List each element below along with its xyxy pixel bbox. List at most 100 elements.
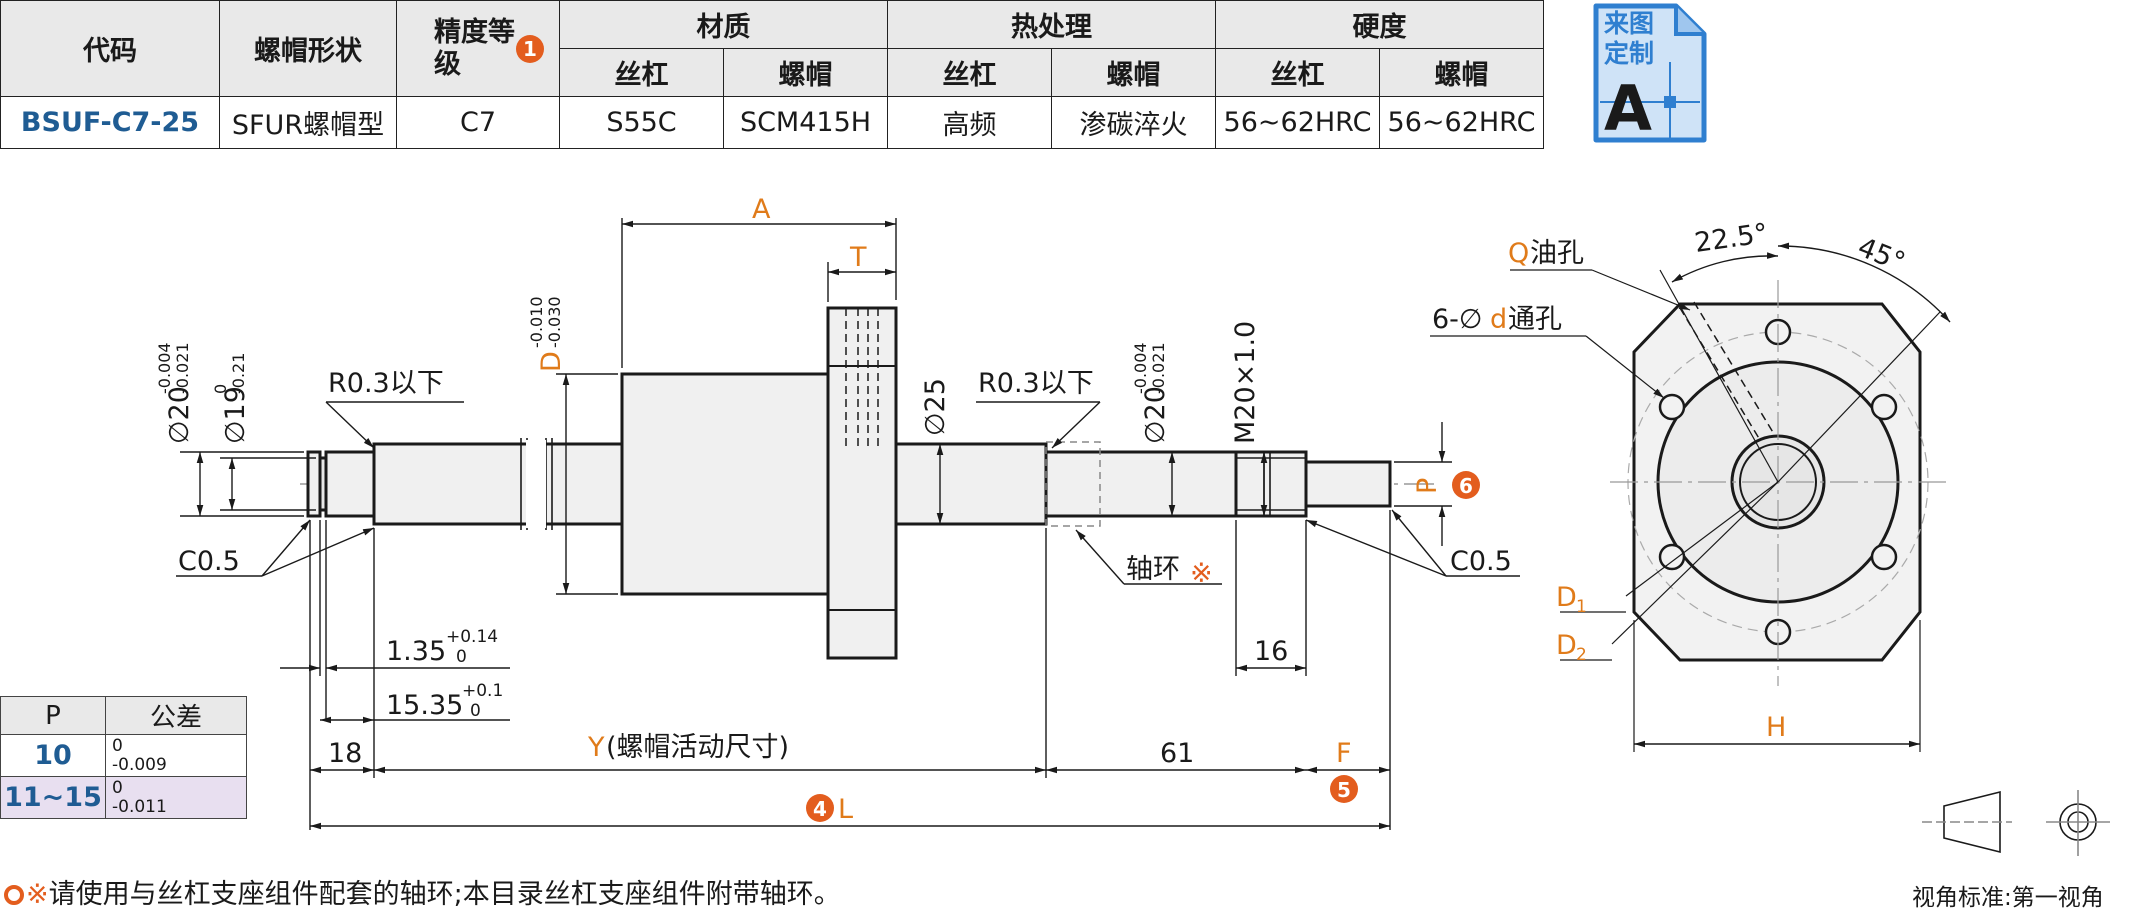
badge-4-circle (806, 794, 834, 822)
footnote: ※请使用与丝杠支座组件配套的轴环;本目录丝杠支座组件附带轴环。 (4, 872, 841, 911)
dim-c-right: C0.5 (1450, 546, 1512, 577)
icon-letter: A (1604, 72, 1652, 144)
flange-oil: 油孔 (1530, 238, 1584, 269)
dim-thread: M20×1.0 (1230, 321, 1261, 444)
tol-row-p: 11~15 (0, 776, 106, 819)
cell-hard-nut: 56~62HRC (1379, 96, 1544, 149)
dim-16: 16 (1254, 636, 1288, 667)
dim-d20-left-tol-up: -0.004 (155, 342, 174, 394)
break-gap (526, 440, 546, 528)
tol-row-value: 0 -0.009 (105, 734, 247, 777)
cell-shape: SFUR螺帽型 (219, 96, 397, 149)
sub-screw-hardness: 丝杠 (1215, 48, 1380, 97)
dim-d20-left: ∅20 (164, 386, 195, 444)
note-ring-icon (4, 885, 24, 905)
dim-18: 18 (328, 738, 362, 769)
dim-15-35-up: +0.1 (462, 681, 503, 701)
flange-angle-45: 45° (1853, 232, 1909, 279)
dim-1-35: 1.35 (386, 636, 446, 667)
sub-nut-hardness: 螺帽 (1379, 48, 1544, 97)
spec-table: 代码 螺帽形状 精度等级 1 材质 热处理 硬度 丝杠 螺帽 丝杠 螺帽 丝杠 … (0, 0, 1544, 149)
shaft-body (306, 306, 1392, 660)
dim-y-text: (螺帽活动尺寸) (606, 732, 789, 763)
dim-D-tol-dn: -0.030 (545, 296, 564, 348)
flange-hidden-holes (845, 308, 879, 446)
dim-61: 61 (1160, 738, 1194, 769)
dimension-lines (176, 218, 1520, 830)
dim-y: Y (587, 732, 605, 763)
note-mark: ※ (26, 879, 49, 910)
dim-1-35-up: +0.14 (446, 627, 498, 647)
flange-d2-sub: 2 (1576, 645, 1587, 665)
badge-5: 5 (1337, 778, 1351, 802)
tol-row-up: 0 (112, 735, 123, 756)
badge-5-circle (1330, 775, 1358, 803)
collar-outline (1045, 441, 1101, 527)
flange-d2: D (1556, 630, 1577, 661)
flange-h: H (1766, 712, 1786, 743)
header-code: 代码 (0, 0, 220, 97)
dim-d20-right-tol-up: -0.004 (1131, 342, 1150, 394)
flange-angle-22: 22.5° (1693, 218, 1770, 259)
dim-d20-right-tol-dn: -0.021 (1149, 342, 1168, 394)
tol-row-value: 0 -0.011 (105, 776, 247, 819)
cell-precision: C7 (396, 96, 560, 149)
cell-hard-screw: 56~62HRC (1215, 96, 1380, 149)
flange-d1-sub: 1 (1576, 597, 1587, 617)
dim-d20-left-tol-dn: -0.021 (173, 342, 192, 394)
flange-holes-d: d (1490, 304, 1507, 335)
precision-badge: 1 (516, 34, 544, 63)
tol-row-dn: -0.009 (112, 754, 167, 775)
icon-text-1: 来图 (1604, 9, 1654, 38)
dim-f: F (1336, 738, 1352, 769)
dim-c-left: C0.5 (178, 546, 240, 577)
cell-mat-screw: S55C (559, 96, 724, 149)
dim-d19-tol-up: 0 (211, 384, 230, 394)
tolerance-table: P 公差 10 0 -0.009 11~15 0 -0.011 (0, 696, 247, 819)
dim-t: T (849, 242, 867, 273)
dim-15-35-dn: 0 (470, 701, 481, 721)
flange-holes-text: 通孔 (1508, 304, 1562, 335)
dim-15-35: 15.35 (386, 690, 463, 721)
collar-label: 轴环 (1126, 554, 1180, 585)
dim-d19-tol-dn: -0.21 (229, 353, 248, 394)
tol-row-p: 10 (0, 734, 106, 777)
first-angle-projection-symbol (1922, 790, 2110, 856)
dim-a: A (752, 194, 771, 225)
cell-heat-screw: 高频 (887, 96, 1052, 149)
flange-front-view (1430, 242, 1951, 752)
dim-r-right: R0.3以下 (978, 368, 1094, 399)
header-precision-label: 精度等级 (434, 16, 515, 80)
icon-text-2: 定制 (1604, 39, 1654, 68)
tol-header-p: P (0, 696, 106, 735)
dim-d19: ∅19 (220, 386, 251, 444)
dim-D-tol-up: -0.010 (527, 296, 546, 348)
dim-r-left: R0.3以下 (328, 368, 444, 399)
collar-mark: ※ (1190, 558, 1213, 589)
dim-l: L (838, 794, 853, 825)
dim-d25: ∅25 (920, 378, 951, 436)
tol-header-tol: 公差 (105, 696, 247, 735)
view-standard-label: 视角标准:第一视角 (1912, 885, 2104, 911)
note-text: 请使用与丝杠支座组件配套的轴环;本目录丝杠支座组件附带轴环。 (48, 879, 841, 910)
cell-heat-nut: 渗碳淬火 (1051, 96, 1216, 149)
header-heat: 热处理 (887, 0, 1216, 49)
cell-code: BSUF-C7-25 (0, 96, 220, 149)
sub-nut-heat: 螺帽 (1051, 48, 1216, 97)
header-material: 材质 (559, 0, 888, 49)
dim-d20-right: ∅20 (1140, 386, 1171, 444)
custom-drawing-icon[interactable]: 来图 定制 A (1592, 2, 1708, 144)
badge-6-circle (1452, 471, 1480, 499)
flange-holes-prefix: 6-∅ (1432, 304, 1482, 335)
tol-row-up: 0 (112, 777, 123, 798)
dim-p: P (1412, 478, 1443, 494)
dim-D: D (536, 351, 567, 372)
flange-q: Q (1508, 238, 1529, 269)
badge-6: 6 (1459, 474, 1473, 498)
sub-screw-material: 丝杠 (559, 48, 724, 97)
dim-1-35-dn: 0 (456, 647, 467, 667)
header-hardness: 硬度 (1215, 0, 1544, 49)
badge-4: 4 (813, 797, 827, 821)
sub-screw-heat: 丝杠 (887, 48, 1052, 97)
